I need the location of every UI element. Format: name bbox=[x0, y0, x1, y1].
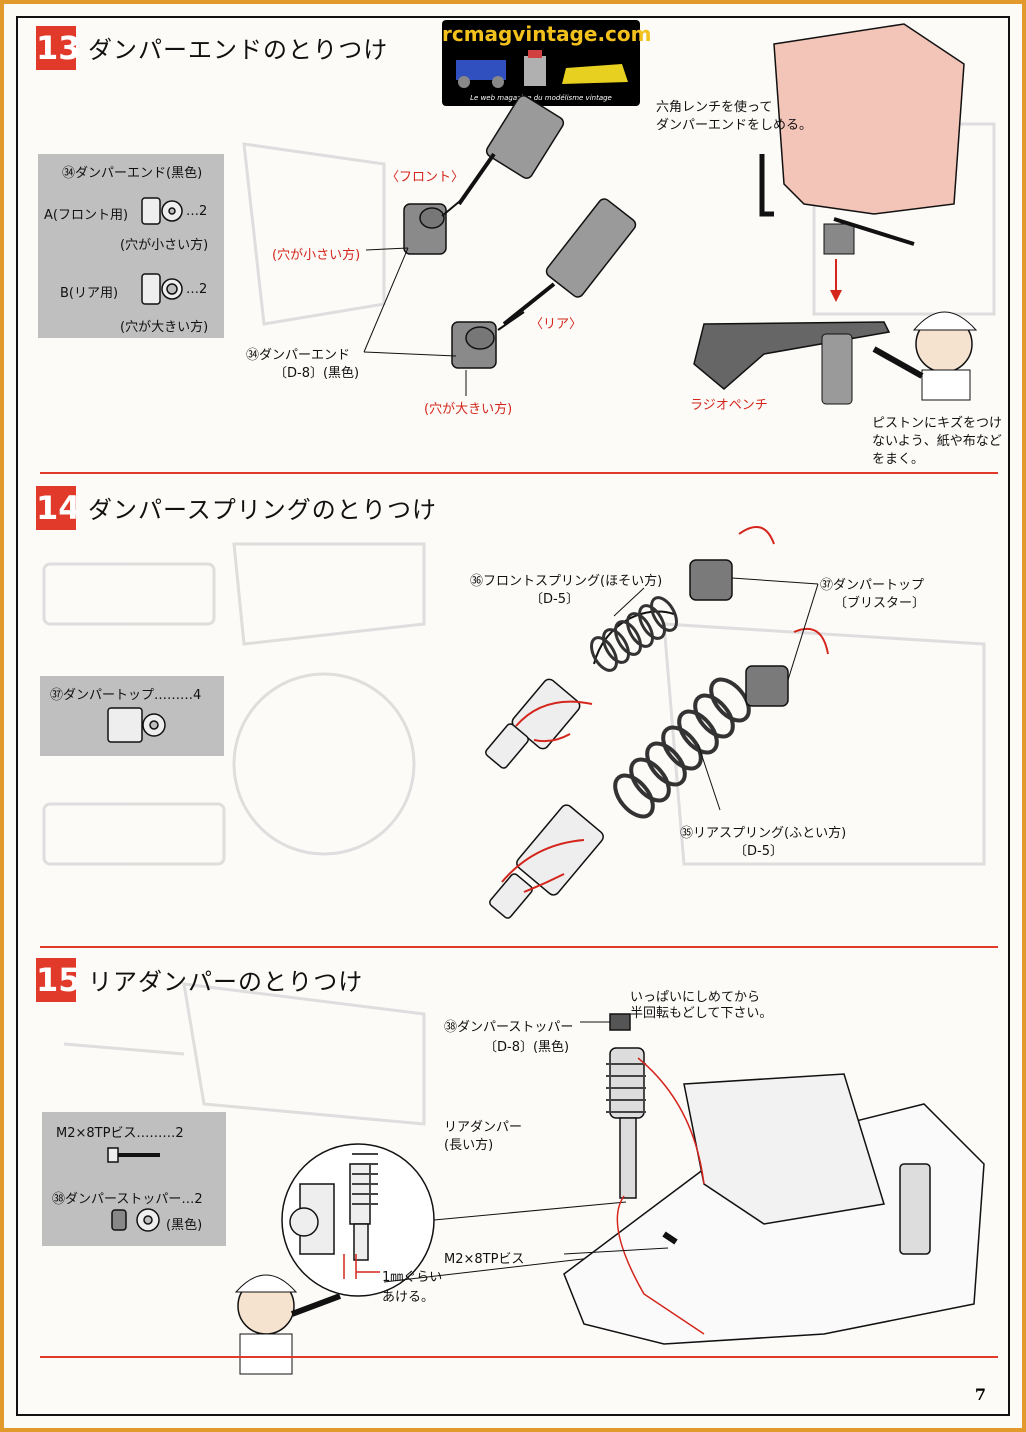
part-a-label: A(フロント用) bbox=[44, 208, 129, 223]
stopper-note-line-1: いっぱいにしめてから bbox=[630, 990, 761, 1005]
step-14-parts-panel: ㊲ダンパートップ………4 bbox=[40, 676, 224, 756]
pliers-label: ラジオペンチ bbox=[690, 398, 768, 413]
damper-end-part-icons bbox=[141, 197, 183, 305]
front-spring-ref: 〔D-5〕 bbox=[530, 592, 579, 607]
part-b-label: B(リア用) bbox=[60, 286, 119, 301]
logo-site-text: rcmagvintage.com bbox=[442, 22, 652, 46]
step-14-illustration bbox=[485, 525, 829, 919]
rear-label: 〈リア〉 bbox=[530, 317, 583, 332]
damper-end-ref: 〔D-8〕(黒色) bbox=[274, 366, 360, 381]
parts-screw: M2×8TPビス………2 bbox=[56, 1126, 184, 1141]
parts-header: ㊲ダンパートップ………4 bbox=[50, 688, 202, 703]
parts-header: ㉞ダンパーエンド(黒色) bbox=[62, 166, 203, 181]
tip-line-3: をまく。 bbox=[872, 452, 925, 467]
page-number: 7 bbox=[974, 1385, 986, 1404]
parts-stopper: ㊳ダンパーストッパー…2 bbox=[52, 1192, 203, 1207]
part-b-qty: …2 bbox=[186, 282, 208, 297]
stopper-ref: 〔D-8〕(黒色) bbox=[484, 1040, 570, 1055]
rear-spring-ref: 〔D-5〕 bbox=[734, 844, 783, 859]
front-label: 〈フロント〉 bbox=[386, 170, 465, 185]
damper-top-part-icon bbox=[107, 707, 166, 743]
gap-line-2: あける。 bbox=[382, 1290, 435, 1305]
parts-stopper-color: (黒色) bbox=[166, 1218, 203, 1233]
step-15-title: リアダンパーのとりつけ bbox=[88, 968, 364, 996]
logo-illustration bbox=[456, 50, 628, 88]
section-divider-1 bbox=[40, 472, 998, 474]
step-13-parts-panel: ㉞ダンパーエンド(黒色) A(フロント用) …2 (穴が小さい方) B(リア用)… bbox=[38, 154, 224, 338]
step-15-number: 15 bbox=[36, 958, 81, 1002]
site-logo: rcmagvintage.com Le web magazine du modé… bbox=[442, 20, 652, 106]
part-a-qty: …2 bbox=[186, 204, 208, 219]
gap-line-1: 1㎜ぐらい bbox=[382, 1270, 443, 1285]
stopper-label: ㊳ダンパーストッパー bbox=[444, 1020, 574, 1035]
rear-spring-label: ㉟リアスプリング(ふとい方) bbox=[680, 826, 847, 841]
rear-damper-label: リアダンパー bbox=[444, 1120, 523, 1135]
step-13-title: ダンパーエンドのとりつけ bbox=[88, 36, 389, 64]
damper-top-label: ㊲ダンパートップ bbox=[820, 578, 925, 593]
step-14-number: 14 bbox=[36, 486, 81, 530]
step-15-illustration bbox=[234, 1013, 985, 1375]
footer-divider bbox=[40, 1356, 998, 1358]
tip-line-1: ピストンにキズをつけ bbox=[872, 416, 1003, 431]
section-divider-2 bbox=[40, 946, 998, 948]
step-14-title: ダンパースプリングのとりつけ bbox=[88, 496, 438, 524]
damper-end-label: ㉞ダンパーエンド bbox=[246, 348, 351, 363]
mascot-figure-2 bbox=[234, 1274, 342, 1375]
part-a-note: (穴が小さい方) bbox=[120, 238, 209, 253]
large-hole-label: (穴が大きい方) bbox=[424, 402, 513, 417]
damper-top-ref: 〔ブリスター〕 bbox=[834, 596, 926, 611]
step-15-parts-panel: M2×8TPビス………2 ㊳ダンパーストッパー…2 (黒色) bbox=[42, 1112, 226, 1246]
wrench-note-line-2: ダンパーエンドをしめる。 bbox=[656, 118, 813, 133]
small-hole-label: (穴が小さい方) bbox=[272, 248, 361, 263]
stopper-note-line-2: 半回転もどして下さい。 bbox=[630, 1006, 773, 1021]
mascot-figure-1 bbox=[872, 311, 978, 401]
wrench-note-line-1: 六角レンチを使って bbox=[656, 100, 773, 115]
screw-label: M2×8TPビス bbox=[444, 1252, 525, 1267]
front-spring-label: ㊱フロントスプリング(ほそい方) bbox=[470, 574, 663, 589]
step-13-number: 13 bbox=[36, 26, 81, 70]
step-13-illustration bbox=[363, 23, 978, 405]
rear-damper-note: (長い方) bbox=[444, 1138, 494, 1153]
screw-stopper-part-icons bbox=[107, 1147, 160, 1232]
logo-tagline: Le web magazine du modélisme vintage bbox=[470, 94, 612, 102]
part-b-note: (穴が大きい方) bbox=[120, 320, 209, 335]
tip-line-2: ないよう、紙や布など bbox=[872, 434, 1002, 449]
